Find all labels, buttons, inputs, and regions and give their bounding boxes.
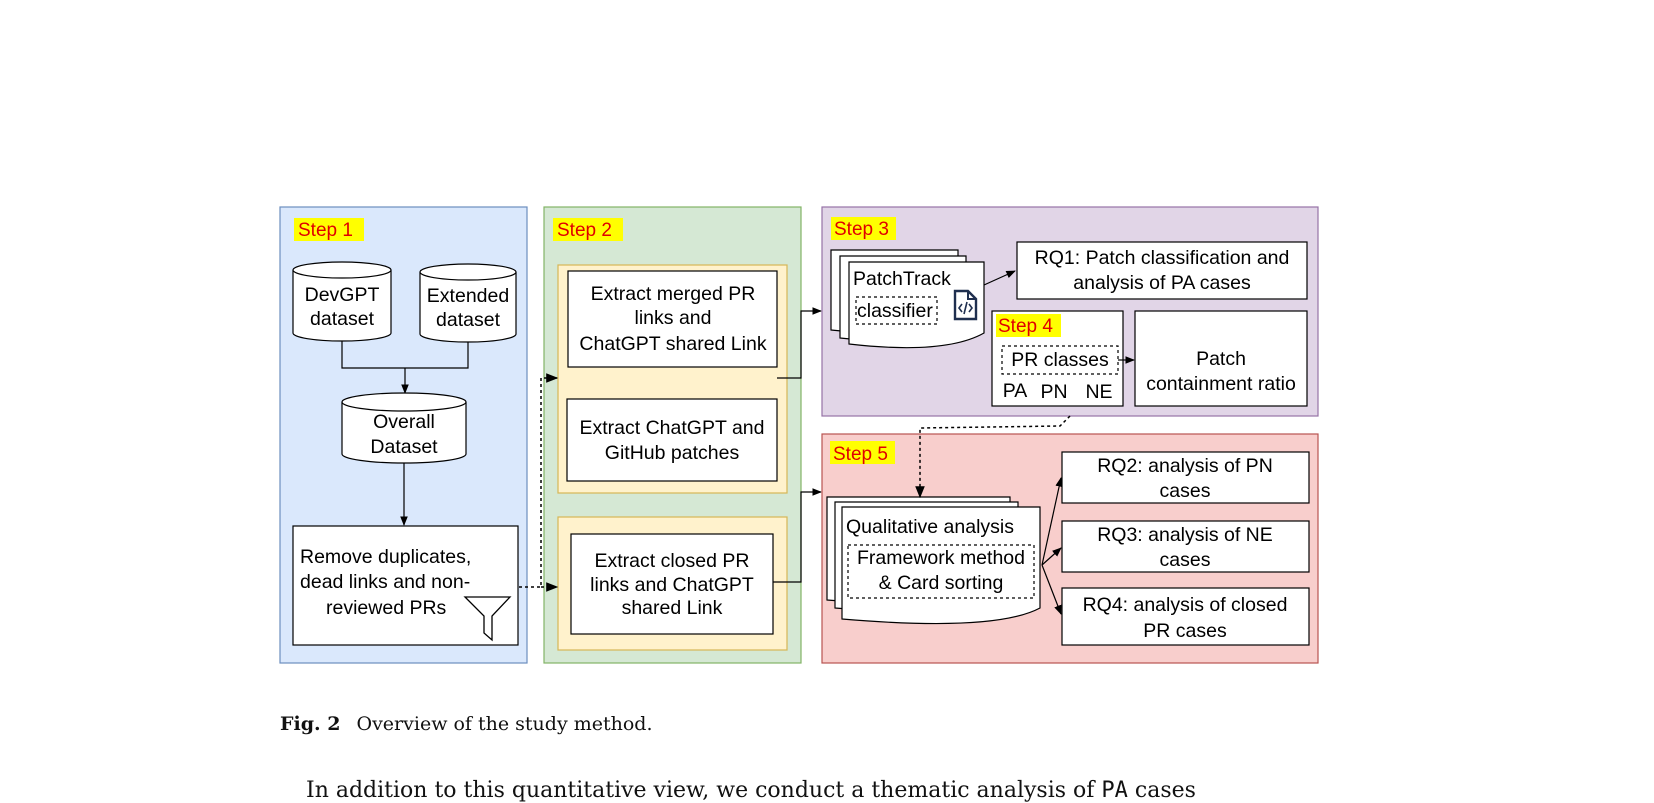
class-ne: NE bbox=[1085, 381, 1112, 403]
rq4-label-2: PR cases bbox=[1143, 620, 1227, 642]
step1-label: Step 1 bbox=[298, 220, 353, 241]
framework-label-2: & Card sorting bbox=[879, 572, 1004, 594]
step2-panel: Step 2 Extract merged PR links and ChatG… bbox=[543, 206, 802, 664]
remove-label-1: Remove duplicates, bbox=[300, 546, 471, 568]
step3-label: Step 3 bbox=[834, 219, 889, 240]
to-rq2-arrow bbox=[1041, 477, 1063, 566]
step2-label-bg bbox=[553, 218, 623, 241]
extract-merged-box bbox=[567, 270, 778, 368]
step5-panel: Step 5 Qualitative analysis Framework me… bbox=[821, 433, 1319, 664]
qualitative-label: Qualitative analysis bbox=[846, 516, 1014, 538]
body-text-before: In addition to this quantitative view, w… bbox=[306, 778, 1102, 803]
body-text-code: PA bbox=[1101, 778, 1128, 803]
remove-to-merged-arrow bbox=[519, 373, 559, 588]
figure-caption: Fig. 2 Overview of the study method. bbox=[280, 713, 653, 735]
step3-label-bg bbox=[831, 217, 896, 240]
step1-label-bg bbox=[294, 218, 364, 241]
step5-label-bg bbox=[830, 441, 895, 464]
devgpt-label-2: dataset bbox=[310, 308, 375, 330]
body-text-after: cases bbox=[1127, 778, 1196, 803]
merged-label-3: ChatGPT shared Link bbox=[579, 333, 766, 355]
closed-label-1: Extract closed PR bbox=[595, 550, 750, 572]
devgpt-dataset-cylinder: DevGPT dataset bbox=[292, 261, 392, 342]
step1-panel: Step 1 DevGPT dataset Extended dataset O… bbox=[279, 206, 528, 664]
pr-classes-label: PR classes bbox=[1011, 349, 1109, 371]
remove-label-3: reviewed PRs bbox=[326, 597, 447, 619]
containment-label-2: containment ratio bbox=[1146, 373, 1296, 395]
body-paragraph: In addition to this quantitative view, w… bbox=[306, 778, 1196, 803]
rq3-box bbox=[1061, 520, 1310, 573]
merged-label-2: links and bbox=[635, 307, 712, 329]
rq2-box bbox=[1061, 451, 1310, 504]
figure-label: Fig. 2 bbox=[280, 713, 341, 735]
rq1-box bbox=[1016, 241, 1308, 300]
patch-containment-box bbox=[1134, 310, 1308, 407]
rq1-label-2: analysis of PA cases bbox=[1073, 272, 1251, 294]
overall-label-1: Overall bbox=[373, 411, 435, 433]
to-rq4-arrow bbox=[1041, 564, 1062, 615]
patchtrack-label: PatchTrack bbox=[853, 268, 951, 290]
rq1-label-1: RQ1: Patch classification and bbox=[1035, 247, 1290, 269]
rq3-label-2: cases bbox=[1160, 549, 1211, 571]
containment-label-1: Patch bbox=[1196, 348, 1246, 370]
study-method-diagram: Step 1 DevGPT dataset Extended dataset O… bbox=[279, 206, 1319, 664]
extended-label-2: dataset bbox=[436, 309, 501, 331]
overall-dataset-cylinder: Overall Dataset bbox=[341, 392, 467, 464]
extended-label-1: Extended bbox=[427, 285, 509, 307]
patches-label-2: GitHub patches bbox=[605, 442, 740, 464]
merged-to-step3-arrow bbox=[777, 307, 822, 379]
step4-to-qualitative-arrow bbox=[915, 415, 1071, 499]
step4-panel: Step 4 PR classes PA PN NE bbox=[991, 310, 1124, 407]
rq2-label-1: RQ2: analysis of PN bbox=[1097, 455, 1273, 477]
closed-label-3: shared Link bbox=[622, 597, 723, 619]
merged-label-1: Extract merged PR bbox=[591, 283, 756, 305]
step2-label: Step 2 bbox=[557, 220, 612, 241]
rq2-label-2: cases bbox=[1160, 480, 1211, 502]
classifier-box bbox=[855, 296, 938, 325]
patchtrack-to-rq1-arrow bbox=[983, 270, 1016, 286]
to-rq3-arrow bbox=[1041, 547, 1062, 566]
remove-label-2: dead links and non- bbox=[300, 571, 470, 593]
step3-panel: Step 3 PatchTrack classifier RQ1: Patch … bbox=[821, 206, 1319, 417]
pr-classes-box bbox=[1001, 345, 1119, 375]
step4-label-bg bbox=[996, 314, 1061, 337]
rq4-label-1: RQ4: analysis of closed bbox=[1083, 594, 1288, 616]
figure-caption-text: Overview of the study method. bbox=[356, 713, 653, 735]
patches-label-1: Extract ChatGPT and bbox=[580, 417, 765, 439]
rq3-label-1: RQ3: analysis of NE bbox=[1097, 524, 1273, 546]
code-file-icon bbox=[953, 289, 978, 321]
framework-label-1: Framework method bbox=[857, 547, 1025, 569]
closed-label-2: links and ChatGPT bbox=[590, 574, 754, 596]
classifier-label: classifier bbox=[857, 300, 933, 322]
step5-label: Step 5 bbox=[833, 444, 888, 465]
funnel-icon bbox=[463, 596, 512, 642]
devgpt-label-1: DevGPT bbox=[305, 284, 380, 306]
rq4-box bbox=[1061, 587, 1310, 646]
class-pn: PN bbox=[1040, 381, 1067, 403]
closed-to-step5-arrow bbox=[773, 488, 822, 583]
merge-connector bbox=[341, 341, 469, 393]
class-pa: PA bbox=[1003, 380, 1028, 402]
extract-patches-box bbox=[566, 398, 778, 482]
extended-dataset-cylinder: Extended dataset bbox=[419, 263, 517, 343]
remove-duplicates-box bbox=[292, 525, 519, 646]
extract-closed-box bbox=[570, 533, 774, 635]
step4-label: Step 4 bbox=[998, 316, 1053, 337]
overall-label-2: Dataset bbox=[370, 436, 438, 458]
framework-method-box bbox=[847, 544, 1035, 599]
